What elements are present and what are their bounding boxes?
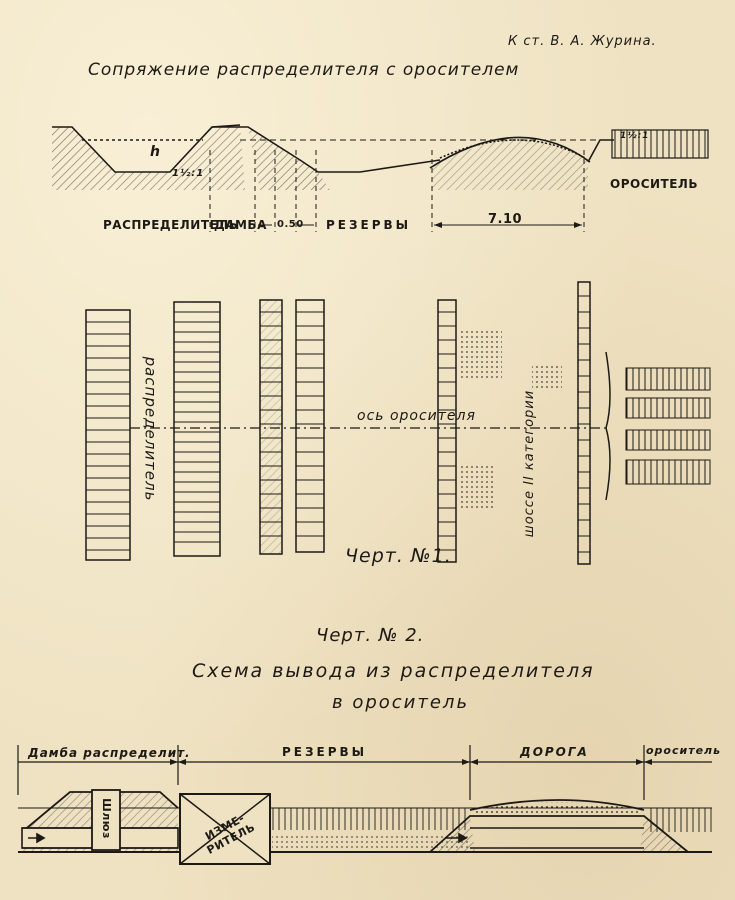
plan-road-strip	[437, 299, 457, 563]
label-scheme-irrigator: ороситель	[646, 744, 722, 757]
label-scheme-dam: Дамба распределит.	[28, 746, 191, 760]
scheme-title-line2: в ороситель	[332, 692, 470, 713]
label-gap: 0.50	[277, 219, 304, 230]
plan-dam-strip	[173, 301, 221, 557]
label-highway: шоссе II категории	[522, 389, 538, 538]
gravel-patch	[532, 366, 562, 388]
figure-2-label: Черт. № 2.	[316, 625, 425, 646]
label-irrigator: ОРОСИТЕЛЬ	[610, 177, 699, 191]
gravel-patch	[458, 330, 502, 378]
label-h: h	[150, 144, 161, 160]
scheme-title-line1: Схема вывода из распределителя	[192, 660, 595, 682]
figure-1-label: Черт. №1.	[345, 545, 452, 567]
label-reserves: РЕЗЕРВЫ	[326, 218, 412, 232]
gravel-patch	[458, 466, 494, 510]
plan-view	[85, 281, 711, 565]
section-title: Сопряжение распределителя с оросителем	[88, 60, 520, 80]
plan-reserve-strip-2	[295, 299, 325, 553]
label-distance: 7.10	[488, 212, 523, 227]
label-scheme-reserves: РЕЗЕРВЫ	[282, 745, 368, 759]
label-slope: 1½:1	[172, 168, 205, 179]
cross-section-1	[52, 124, 709, 232]
author-note: К ст. В. А. Журина.	[508, 34, 657, 49]
plan-distributor-strip	[85, 309, 131, 561]
label-sluice: Шлюз	[99, 798, 113, 839]
plan-far-strip	[577, 281, 591, 565]
sluice-box	[91, 789, 121, 851]
label-plan-distributor: распределитель	[141, 356, 160, 502]
outlet-scheme	[17, 745, 712, 865]
label-dam: ДАМБА	[214, 218, 267, 232]
plan-reserve-strip-1	[259, 299, 283, 555]
label-axis: ось оросителя	[357, 408, 476, 424]
label-scheme-road: ДОРОГА	[520, 745, 589, 759]
label-distributor: РАСПРЕДЕЛИТЕЛЬ	[103, 218, 239, 232]
label-slope-irrigator: 1½:1	[620, 131, 650, 141]
